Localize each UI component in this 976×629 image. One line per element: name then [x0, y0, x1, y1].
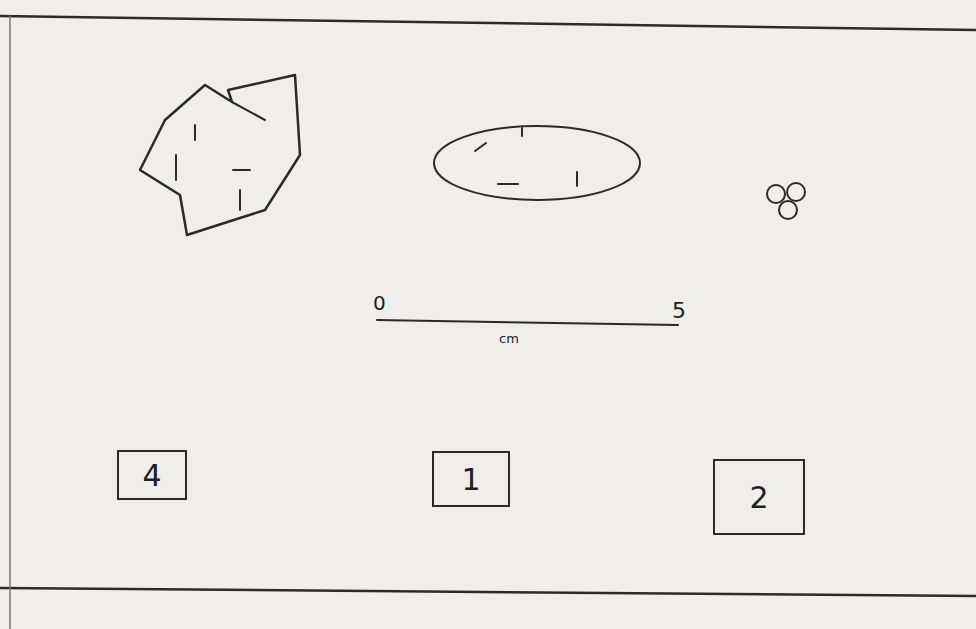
scale-value: 0 — [373, 293, 386, 313]
grain-cluster — [767, 183, 805, 219]
cleavage-marks — [475, 128, 577, 186]
number-box: 2 — [713, 459, 805, 535]
frame-line — [0, 588, 976, 596]
scale-bar — [377, 320, 678, 325]
callout-number: 1 — [461, 463, 480, 496]
angular-particle — [140, 75, 300, 235]
callout-number: 4 — [142, 459, 161, 492]
frame-line — [9, 16, 11, 629]
cleavage-marks — [176, 125, 250, 210]
number-box: 4 — [117, 450, 187, 500]
number-box: 1 — [432, 451, 510, 507]
frame-line — [0, 16, 976, 30]
callout-number: 2 — [749, 481, 768, 514]
crack-line — [232, 102, 265, 120]
scale-value: 5 — [672, 300, 686, 322]
elongated-particle — [434, 126, 640, 200]
scale-unit: cm — [499, 332, 519, 345]
